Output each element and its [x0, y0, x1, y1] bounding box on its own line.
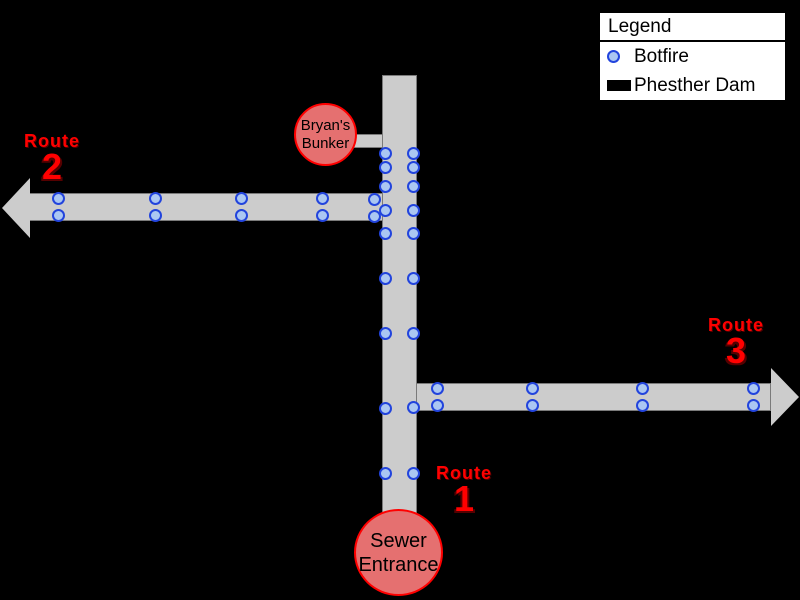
legend-item-phesther-dam-label: Phesther Dam: [634, 74, 756, 96]
botfire-marker: [235, 192, 248, 205]
bunker-label-line1: Bryan's: [300, 116, 351, 134]
route-1-label: Route 1: [419, 463, 509, 519]
botfire-marker: [526, 399, 539, 412]
botfire-marker: [407, 204, 420, 217]
botfire-marker: [636, 399, 649, 412]
bryans-bunker-site: Bryan's Bunker: [294, 103, 357, 166]
botfire-marker: [636, 382, 649, 395]
botfire-marker: [368, 210, 381, 223]
route-3-word: Route: [708, 315, 764, 335]
botfire-marker: [149, 209, 162, 222]
sewer-label-line1: Sewer: [370, 529, 427, 552]
sewer-label-line2: Entrance: [358, 553, 439, 576]
botfire-marker: [379, 204, 392, 217]
botfire-marker: [407, 147, 420, 160]
route-1-road: [382, 75, 417, 520]
route-2-road: [29, 193, 383, 221]
botfire-legend-marker-icon: [607, 50, 620, 63]
botfire-marker: [431, 382, 444, 395]
phesther-dam-legend-marker-icon: [607, 80, 631, 91]
sewer-entrance-site: Sewer Entrance: [354, 509, 443, 596]
legend-item-botfire-label: Botfire: [634, 45, 689, 67]
route-2-arrowhead-icon: [2, 178, 30, 238]
route-1-number: 1: [453, 478, 475, 519]
bunker-label-line2: Bunker: [301, 134, 350, 152]
botfire-marker: [407, 161, 420, 174]
route-2-word: Route: [24, 131, 80, 151]
route-3-number: 3: [725, 330, 747, 371]
botfire-marker: [407, 467, 420, 480]
botfire-marker: [407, 180, 420, 193]
botfire-marker: [379, 161, 392, 174]
botfire-marker: [747, 399, 760, 412]
botfire-marker: [526, 382, 539, 395]
botfire-marker: [316, 192, 329, 205]
botfire-marker: [407, 327, 420, 340]
botfire-marker: [431, 399, 444, 412]
legend-title: Legend: [600, 13, 785, 42]
botfire-marker: [379, 467, 392, 480]
botfire-marker: [379, 227, 392, 240]
route-3-arrowhead-icon: [771, 368, 799, 426]
legend-item-botfire: Botfire: [600, 42, 785, 71]
botfire-marker: [407, 401, 420, 414]
botfire-marker: [379, 402, 392, 415]
route-2-label: Route 2: [7, 131, 97, 187]
botfire-marker: [407, 272, 420, 285]
botfire-marker: [379, 180, 392, 193]
botfire-marker: [379, 327, 392, 340]
route-1-word: Route: [436, 463, 492, 483]
legend-item-phesther-dam: Phesther Dam: [600, 71, 785, 100]
legend-box: Legend Botfire Phesther Dam: [598, 11, 787, 102]
botfire-marker: [316, 209, 329, 222]
botfire-marker: [407, 227, 420, 240]
route-3-label: Route 3: [691, 315, 781, 371]
botfire-marker: [368, 193, 381, 206]
botfire-marker: [379, 272, 392, 285]
botfire-marker: [747, 382, 760, 395]
route-2-number: 2: [41, 146, 63, 187]
botfire-marker: [379, 147, 392, 160]
botfire-marker: [149, 192, 162, 205]
botfire-marker: [52, 209, 65, 222]
botfire-marker: [235, 209, 248, 222]
route-3-road: [416, 383, 771, 411]
botfire-marker: [52, 192, 65, 205]
